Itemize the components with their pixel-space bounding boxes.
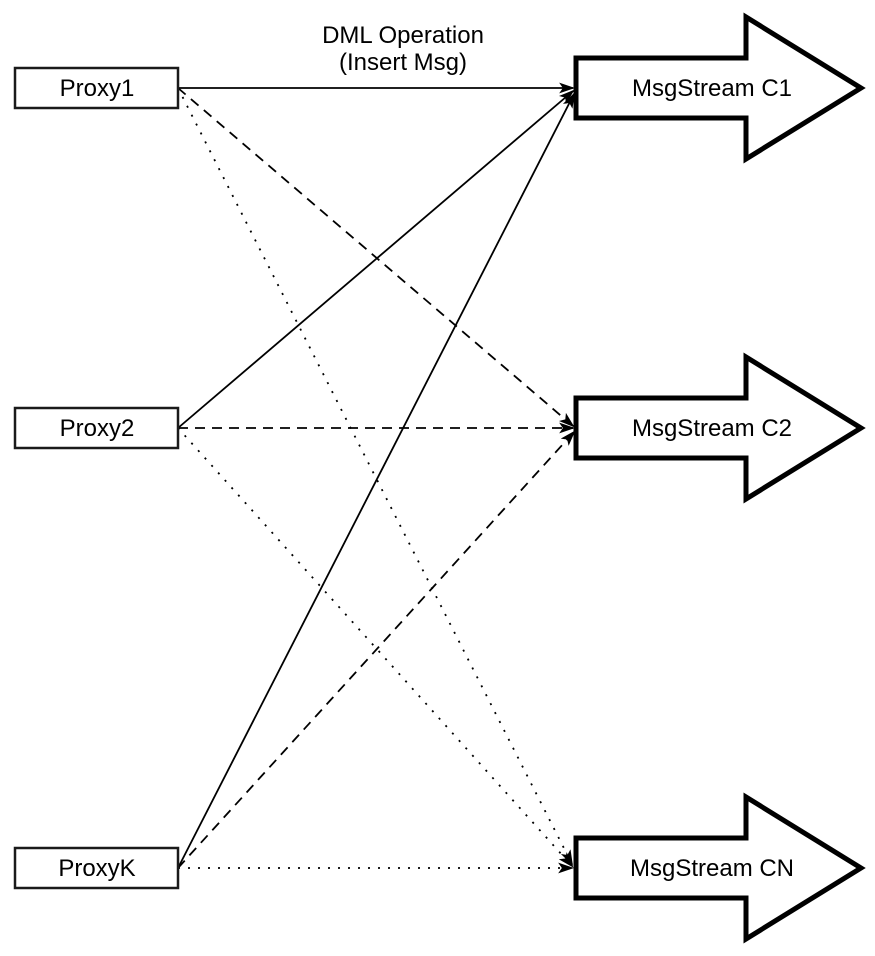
edge-proxy1-msgstream-cn (177, 87, 573, 866)
proxy2-box (13, 406, 180, 450)
msgstream-cn-arrow-shape (573, 792, 866, 944)
node-msgstream-cn: MsgStream CN (573, 792, 866, 944)
msgstream-c1-arrow-shape (573, 12, 866, 164)
edge-annotation-line2: (Insert Msg) (339, 49, 467, 76)
msgstream-c1-label: MsgStream C1 (632, 75, 792, 102)
proxyk-box (13, 846, 180, 890)
msgstream-cn-label: MsgStream CN (630, 855, 794, 882)
node-proxy2: Proxy2 (13, 406, 180, 450)
msgstream-c2-label: MsgStream C2 (632, 415, 792, 442)
node-proxy1: Proxy1 (13, 66, 180, 110)
msgstream-c2-arrow-shape (573, 352, 866, 504)
proxyk-label: ProxyK (58, 855, 135, 882)
node-msgstream-c1: MsgStream C1 (573, 12, 866, 164)
node-proxyk: ProxyK (13, 846, 180, 890)
proxy1-box (13, 66, 180, 110)
edge-annotation: DML Operation (Insert Msg) (322, 22, 484, 76)
proxy2-label: Proxy2 (60, 415, 135, 442)
edge-group (177, 82, 576, 874)
proxy1-label: Proxy1 (60, 75, 135, 102)
edge-proxy2-msgstream-cn (177, 427, 574, 868)
edge-annotation-line1: DML Operation (322, 22, 484, 49)
node-msgstream-c2: MsgStream C2 (573, 352, 866, 504)
edge-proxy1-msgstream-c2 (177, 87, 575, 428)
edge-proxyk-msgstream-c1 (177, 92, 575, 869)
edge-proxy2-msgstream-c1 (177, 89, 575, 429)
edge-proxyk-msgstream-c2 (177, 430, 576, 869)
